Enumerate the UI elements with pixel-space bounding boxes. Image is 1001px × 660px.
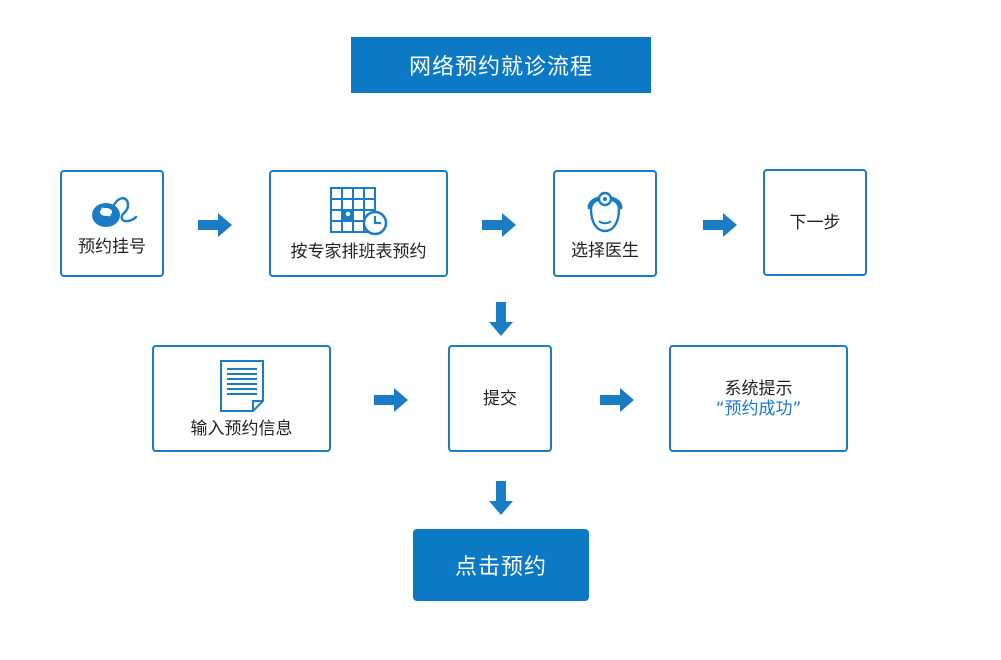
arrow-right-icon (198, 213, 232, 237)
step-notice: 系统提示 “预约成功” (669, 345, 848, 452)
mouse-icon (92, 196, 138, 227)
step-schedule-label: 按专家排班表预约 (290, 241, 427, 262)
step-doctor: 选择医生 (553, 170, 657, 277)
arrow-down-icon (489, 481, 513, 515)
arrow-down-icon (489, 302, 513, 336)
page-title: 网络预约就诊流程 (351, 37, 651, 93)
arrow-right-icon (482, 213, 516, 237)
step-input-info-label: 输入预约信息 (190, 418, 293, 439)
document-icon (219, 359, 264, 412)
step-doctor-label: 选择医生 (571, 240, 639, 261)
step-next: 下一步 (763, 169, 867, 276)
step-next-label: 下一步 (789, 212, 841, 233)
step-submit: 提交 (448, 345, 552, 452)
step-register: 预约挂号 (60, 170, 164, 277)
step-schedule: 按专家排班表预约 (269, 170, 448, 277)
step-register-label: 预约挂号 (78, 236, 146, 257)
arrow-right-icon (600, 388, 634, 412)
schedule-grid-clock-icon (329, 186, 387, 235)
step-notice-line2: “预约成功” (715, 398, 802, 419)
step-submit-label: 提交 (483, 388, 517, 409)
book-appointment-button[interactable]: 点击预约 (413, 529, 589, 601)
arrow-right-icon (703, 213, 737, 237)
arrow-right-icon (374, 388, 408, 412)
step-input-info: 输入预约信息 (152, 345, 331, 452)
doctor-head-icon (587, 191, 623, 232)
step-notice-line1: 系统提示 (724, 378, 793, 399)
